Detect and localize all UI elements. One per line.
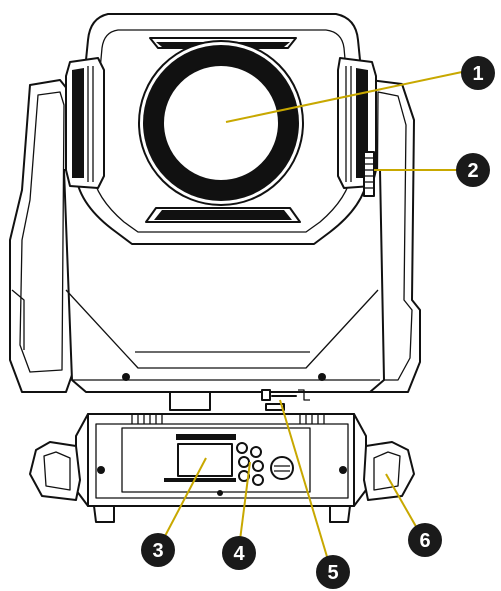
yoke-screw-left — [122, 373, 130, 381]
leader-line-4 — [239, 461, 251, 541]
svg-text:1: 1 — [472, 63, 483, 85]
leader-line-5 — [279, 399, 329, 561]
callout-4: 4 — [222, 536, 256, 570]
callout-6: 6 — [408, 523, 442, 557]
callout-1: 1 — [461, 56, 495, 90]
power-connector — [270, 456, 294, 480]
callout-5: 5 — [316, 555, 350, 589]
lens — [138, 40, 304, 206]
tilt-lock — [363, 151, 375, 197]
leader-line-6 — [385, 473, 419, 531]
svg-text:2: 2 — [467, 160, 478, 182]
svg-text:3: 3 — [152, 540, 163, 562]
carry-handle-left — [29, 441, 81, 501]
carry-handle-right — [363, 441, 415, 501]
callout-3: 3 — [141, 533, 175, 567]
callout-2: 2 — [456, 153, 490, 187]
yoke-screw-right — [318, 373, 326, 381]
leader-line-3 — [163, 457, 207, 539]
svg-text:6: 6 — [419, 530, 430, 552]
pan-lock — [261, 389, 310, 411]
moving-head — [65, 13, 377, 245]
svg-text:5: 5 — [327, 562, 338, 584]
leader-line-1 — [225, 71, 463, 123]
control-panel — [121, 427, 311, 493]
svg-text:4: 4 — [233, 543, 245, 565]
control-buttons — [236, 442, 264, 486]
yoke-left-arm — [9, 79, 73, 393]
